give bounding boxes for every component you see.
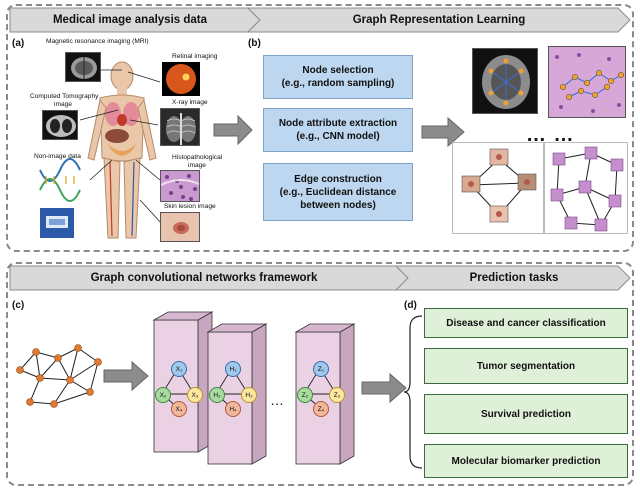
panel-a-header: Medical image analysis data [52,14,208,26]
chevron-b [246,7,631,33]
node-h1: H₁ [225,361,241,377]
node-z2: Z₂ [297,387,313,403]
human-body-figure [87,61,157,239]
panel-d-label: (d) [404,300,417,311]
tasks-bracket [403,315,423,469]
node-x4: X₄ [171,401,187,417]
ct-image [42,110,78,140]
xray-label: X-ray image [172,99,208,106]
node-x3: X₃ [187,387,203,403]
task-disease-classification: Disease and cancer classification [424,308,628,338]
panel-c-header: Graph convolutional networks framework [90,272,318,284]
panel-d-header: Prediction tasks [469,272,559,284]
bottom-frame [6,262,634,486]
gcn-layer-1 [152,311,214,453]
retina-icon [166,64,196,94]
histo-node-icon [555,53,625,113]
xray-image [160,108,200,146]
arrow-b-steps-to-graphs [421,116,465,148]
histo-label-1: Histopathological [172,154,223,161]
skin-graph-icon [461,148,537,223]
input-graph [16,344,102,408]
arrow-graph-to-gcn [103,360,149,392]
panel-b-header: Graph Representation Learning [352,14,526,26]
task-biomarker-prediction: Molecular biomarker prediction [424,444,628,478]
gcn-layers [152,311,356,465]
skin-label: Skin lesion image [164,203,216,210]
ct-label-1: Computed Tomography [30,93,99,100]
node-z1: Z₁ [313,361,329,377]
mri-image [65,52,101,82]
histo-network-icon [550,146,624,232]
node-h3: H₃ [241,387,257,403]
task-survival-prediction: Survival prediction [424,394,628,434]
task-tumor-segmentation: Tumor segmentation [424,348,628,384]
tissue-icon [161,174,199,201]
step-node-selection: Node selection (e.g., random sampling) [263,55,413,99]
arrow-gcn-to-tasks [361,372,407,404]
ct-scan-icon [46,115,76,137]
ct-label-2: image [54,101,72,108]
body-connector-lines [79,69,163,225]
retinal-label: Retinal imaging [172,53,218,60]
node-h2: H₂ [209,387,225,403]
histo-label-2: image [188,162,206,169]
panel-c-label: (c) [12,300,25,311]
brain-icon [71,57,97,79]
node-h4: H₄ [225,401,241,417]
node-x2: X₂ [155,387,171,403]
brain-node-icon [482,55,530,109]
nonimage-label: Non-image data [34,153,81,160]
panel-b-label: (b) [248,38,261,49]
skin-graph-panel [452,142,544,234]
lesion-icon [173,222,189,234]
histo-graph-image [548,46,626,118]
step-node-attribute: Node attribute extraction (e.g., CNN mod… [263,108,413,152]
skin-image [160,212,200,242]
top-frame [6,4,634,252]
panel-a-label: (a) [12,38,25,49]
dna-icon [39,158,81,202]
chevron-d [394,265,631,291]
node-x1: X₁ [171,361,187,377]
chip-icon [46,216,68,228]
histo-network-panel [544,142,628,234]
nonimage-data-image [40,208,74,238]
chest-xray-icon [166,113,196,145]
panel-b-dots: … … [526,124,575,146]
panel-c-dots: … [270,392,284,408]
node-z3: Z₃ [329,387,345,403]
node-z4: Z₄ [313,401,329,417]
arrow-a-to-b [213,114,253,146]
retinal-image [162,62,200,96]
mri-label: Magnetic resonance imaging (MRI) [46,38,149,45]
step-edge-construction: Edge construction (e.g., Euclidean dista… [263,163,413,221]
brain-graph-image [472,48,538,114]
histo-image [160,170,200,202]
